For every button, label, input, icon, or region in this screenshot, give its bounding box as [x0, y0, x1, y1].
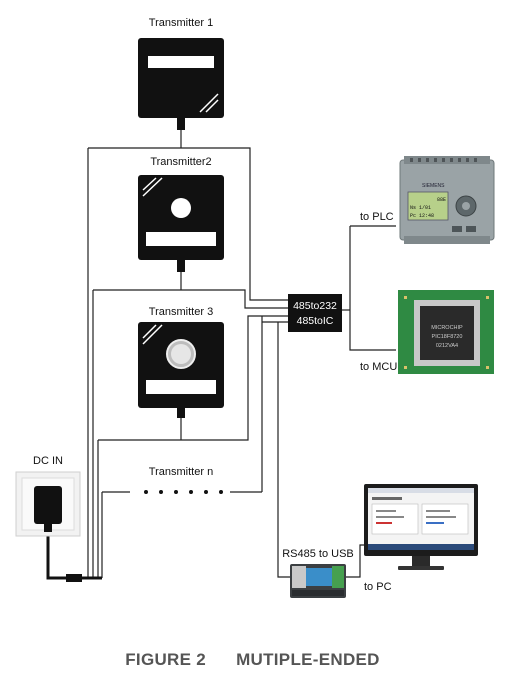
transmitter-1: Transmitter 1: [138, 17, 224, 130]
chip-brand: MICROCHIP: [431, 325, 463, 331]
to-pc-label: to PC: [364, 581, 392, 593]
figure-title: MUTIPLE-ENDED: [236, 650, 380, 669]
mcu-chip-board: MICROCHIP PIC18F8720 0212VA4: [398, 290, 494, 374]
converter-line-1: 485to232: [293, 300, 337, 312]
converter-line-2: 485toIC: [297, 315, 334, 327]
ellipsis-dot: [219, 490, 223, 494]
rs485-usb-label: RS485 to USB: [282, 548, 354, 560]
figure-number: FIGURE 2: [125, 650, 207, 669]
ellipsis-dot: [189, 490, 193, 494]
ellipsis-dot: [174, 490, 178, 494]
plc-screen-line-2: Ns 1/01: [410, 205, 431, 211]
transmitter-n: Transmitter n: [144, 466, 223, 494]
transmitter-3: Transmitter 3: [138, 306, 224, 418]
pc-monitor: [364, 484, 478, 570]
wiring: [87, 130, 400, 578]
converter-box: 485to232 485toIC: [288, 294, 342, 332]
transmitter-2-label: Transmitter2: [150, 156, 211, 168]
plc-screen-line-1: 88E: [437, 197, 446, 203]
transmitter-1-label: Transmitter 1: [149, 17, 213, 29]
plc-brand: SIEMENS: [422, 183, 445, 189]
rs485-usb-adapter: [290, 564, 346, 598]
ellipsis-dot: [204, 490, 208, 494]
transmitter-n-label: Transmitter n: [149, 466, 213, 478]
transmitter-3-label: Transmitter 3: [149, 306, 213, 318]
ellipsis-dots: [144, 490, 223, 494]
to-plc-label: to PLC: [360, 211, 394, 223]
to-mcu-label: to MCU: [360, 361, 397, 373]
figure-caption: FIGURE 2 MUTIPLE-ENDED: [0, 650, 505, 670]
plc-screen-line-3: Pc 12:48: [410, 213, 434, 219]
chip-code: 0212VA4: [436, 343, 458, 349]
dc-cable: [46, 532, 102, 582]
chip-part: PIC18F8720: [432, 334, 463, 340]
plc-device: SIEMENS 88E Ns 1/01 Pc 12:48: [399, 156, 495, 244]
dc-in-label: DC IN: [33, 455, 63, 467]
dc-power-adapter: DC IN: [15, 455, 81, 537]
ellipsis-dot: [159, 490, 163, 494]
transmitter-2: Transmitter2: [138, 156, 224, 272]
